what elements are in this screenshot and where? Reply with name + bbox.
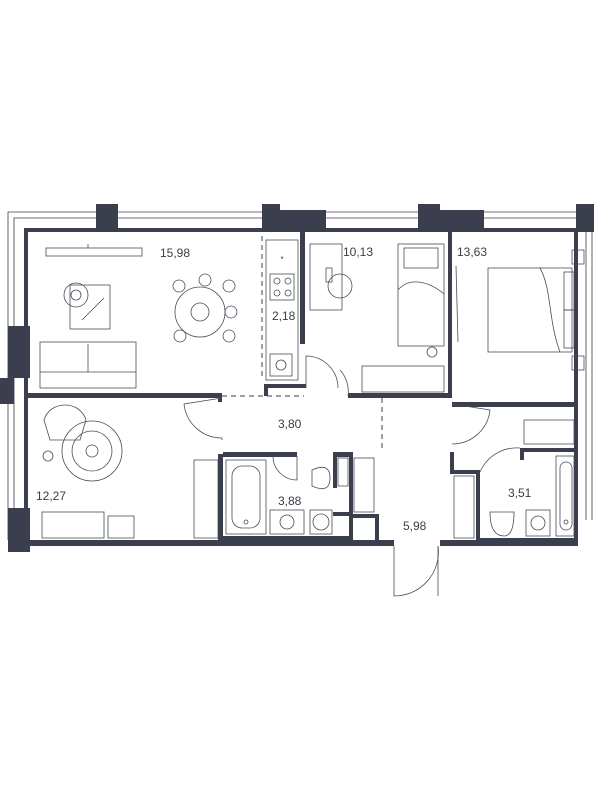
room-area-bedroom-2: 13,63	[457, 245, 487, 259]
doors	[183, 355, 521, 597]
exterior-walls	[24, 228, 578, 546]
living-furniture	[39, 244, 238, 389]
room-area-living-kitchen: 15,98	[160, 246, 190, 260]
asterisk-mark: *	[280, 255, 283, 264]
bathroom2-fixtures	[489, 455, 575, 537]
bedroom3-furniture	[41, 404, 219, 539]
bedroom1-furniture	[309, 243, 445, 393]
glazing-outline	[7, 211, 593, 540]
bathroom1-fixtures	[225, 457, 375, 535]
zone-boundaries	[222, 236, 383, 450]
bedroom2-furniture	[455, 249, 585, 445]
structural-columns	[0, 204, 594, 552]
room-area-bathroom-1: 3,88	[278, 494, 302, 508]
room-area-bathroom-2: 3,51	[508, 486, 532, 500]
corridor-fixtures	[453, 475, 475, 539]
kitchen-fixtures: *	[265, 239, 299, 381]
room-area-corridor: 5,98	[403, 519, 427, 533]
room-area-kitchen-strip: 2,18	[272, 309, 296, 323]
room-area-bedroom-1: 10,13	[343, 245, 373, 259]
room-area-hall: 3,80	[278, 417, 302, 431]
room-area-bedroom-3: 12,27	[36, 489, 66, 503]
room-labels: 15,98 2,18 10,13 13,63 3,80 12,27 3,88 3…	[36, 245, 532, 533]
interior-walls	[28, 232, 576, 542]
